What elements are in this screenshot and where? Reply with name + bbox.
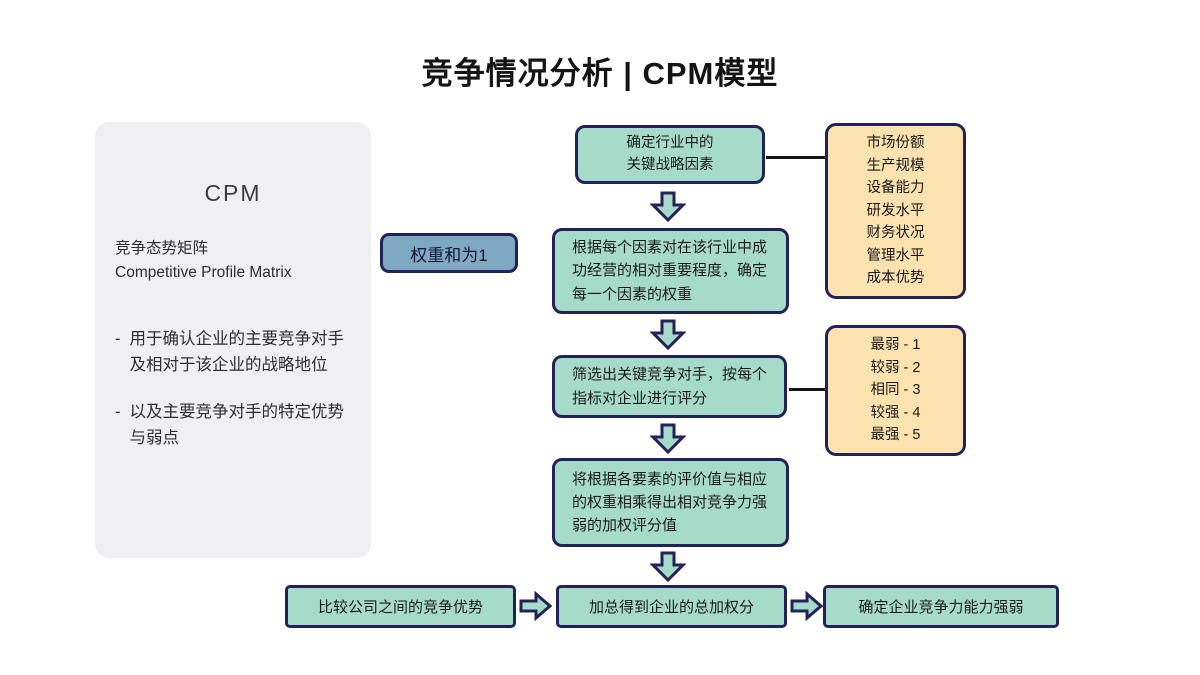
factor-item: 市场份额 xyxy=(866,135,925,152)
rating-scale-box: 最弱 - 1 较弱 - 2 相同 - 3 较强 - 4 最强 - 5 xyxy=(825,325,966,456)
panel-subtitle-en: Competitive Profile Matrix xyxy=(115,264,292,282)
down-arrow-icon xyxy=(650,423,686,455)
factor-item: 财务状况 xyxy=(866,225,925,242)
bottom-step-sum-box: 加总得到企业的总加权分 xyxy=(556,585,787,628)
bullet-text: 以及主要竞争对手的特定优势与弱点 xyxy=(129,403,345,447)
down-arrow-icon xyxy=(650,551,686,583)
factor-item: 生产规模 xyxy=(866,157,925,174)
panel-subtitle-cn: 竞争态势矩阵 xyxy=(115,240,209,257)
flow-step-3-box: 筛选出关键竞争对手，按每个指标对企业进行评分 xyxy=(552,355,787,418)
factor-item: 设备能力 xyxy=(866,180,925,197)
down-arrow-icon xyxy=(650,191,686,223)
flow-step-3-text: 筛选出关键竞争对手，按每个指标对企业进行评分 xyxy=(572,366,768,407)
factor-item: 研发水平 xyxy=(866,202,925,219)
panel-bullet-list: - 用于确认企业的主要竞争对手及相对于该企业的战略地位 - 以及主要竞争对手的特… xyxy=(115,327,355,451)
panel-heading: CPM xyxy=(204,180,262,206)
flow-step-2-box: 根据每个因素对在该行业中成功经营的相对重要程度，确定每一个因素的权重 xyxy=(552,228,789,314)
right-arrow-icon xyxy=(519,591,553,621)
page-title: 竞争情况分析 | CPM模型 xyxy=(421,56,779,91)
right-arrow-icon xyxy=(790,591,824,621)
rating-item: 最弱 - 1 xyxy=(870,337,921,354)
down-arrow-icon xyxy=(650,319,686,351)
key-factors-box: 市场份额 生产规模 设备能力 研发水平 财务状况 管理水平 成本优势 xyxy=(825,123,966,299)
panel-subtitle: 竞争态势矩阵 Competitive Profile Matrix xyxy=(115,237,355,285)
list-item: - 用于确认企业的主要竞争对手及相对于该企业的战略地位 xyxy=(115,327,355,378)
cpm-definition-panel: CPM 竞争态势矩阵 Competitive Profile Matrix - … xyxy=(95,122,371,558)
rating-item: 较强 - 4 xyxy=(870,404,921,421)
flow-step-1-box: 确定行业中的 关键战略因素 xyxy=(575,125,765,184)
rating-item: 较弱 - 2 xyxy=(870,359,921,376)
rating-item: 最强 - 5 xyxy=(870,427,921,444)
factor-item: 成本优势 xyxy=(866,270,925,287)
flow-step-1-line-2: 关键战略因素 xyxy=(626,156,714,173)
bullet-text: 用于确认企业的主要竞争对手及相对于该企业的战略地位 xyxy=(129,330,345,374)
weight-sum-note-box: 权重和为1 xyxy=(380,233,518,273)
flow-step-4-text: 将根据各要素的评价值与相应的权重相乘得出相对竞争力强弱的加权评分值 xyxy=(572,470,768,535)
connector-line-step3-ratings xyxy=(789,388,825,391)
flow-step-2-text: 根据每个因素对在该行业中成功经营的相对重要程度，确定每一个因素的权重 xyxy=(572,239,768,303)
bullet-dash-icon: - xyxy=(115,330,121,349)
flow-step-4-box: 将根据各要素的评价值与相应的权重相乘得出相对竞争力强弱的加权评分值 xyxy=(552,458,789,547)
bullet-dash-icon: - xyxy=(115,403,121,422)
bottom-step-result-box: 确定企业竞争力能力强弱 xyxy=(823,585,1059,628)
flow-step-1-line-1: 确定行业中的 xyxy=(626,134,714,151)
factor-item: 管理水平 xyxy=(866,247,925,264)
rating-item: 相同 - 3 xyxy=(870,382,921,399)
list-item: - 以及主要竞争对手的特定优势与弱点 xyxy=(115,400,355,451)
connector-line-step1-factors xyxy=(766,156,825,159)
bottom-step-compare-box: 比较公司之间的竞争优势 xyxy=(285,585,516,628)
